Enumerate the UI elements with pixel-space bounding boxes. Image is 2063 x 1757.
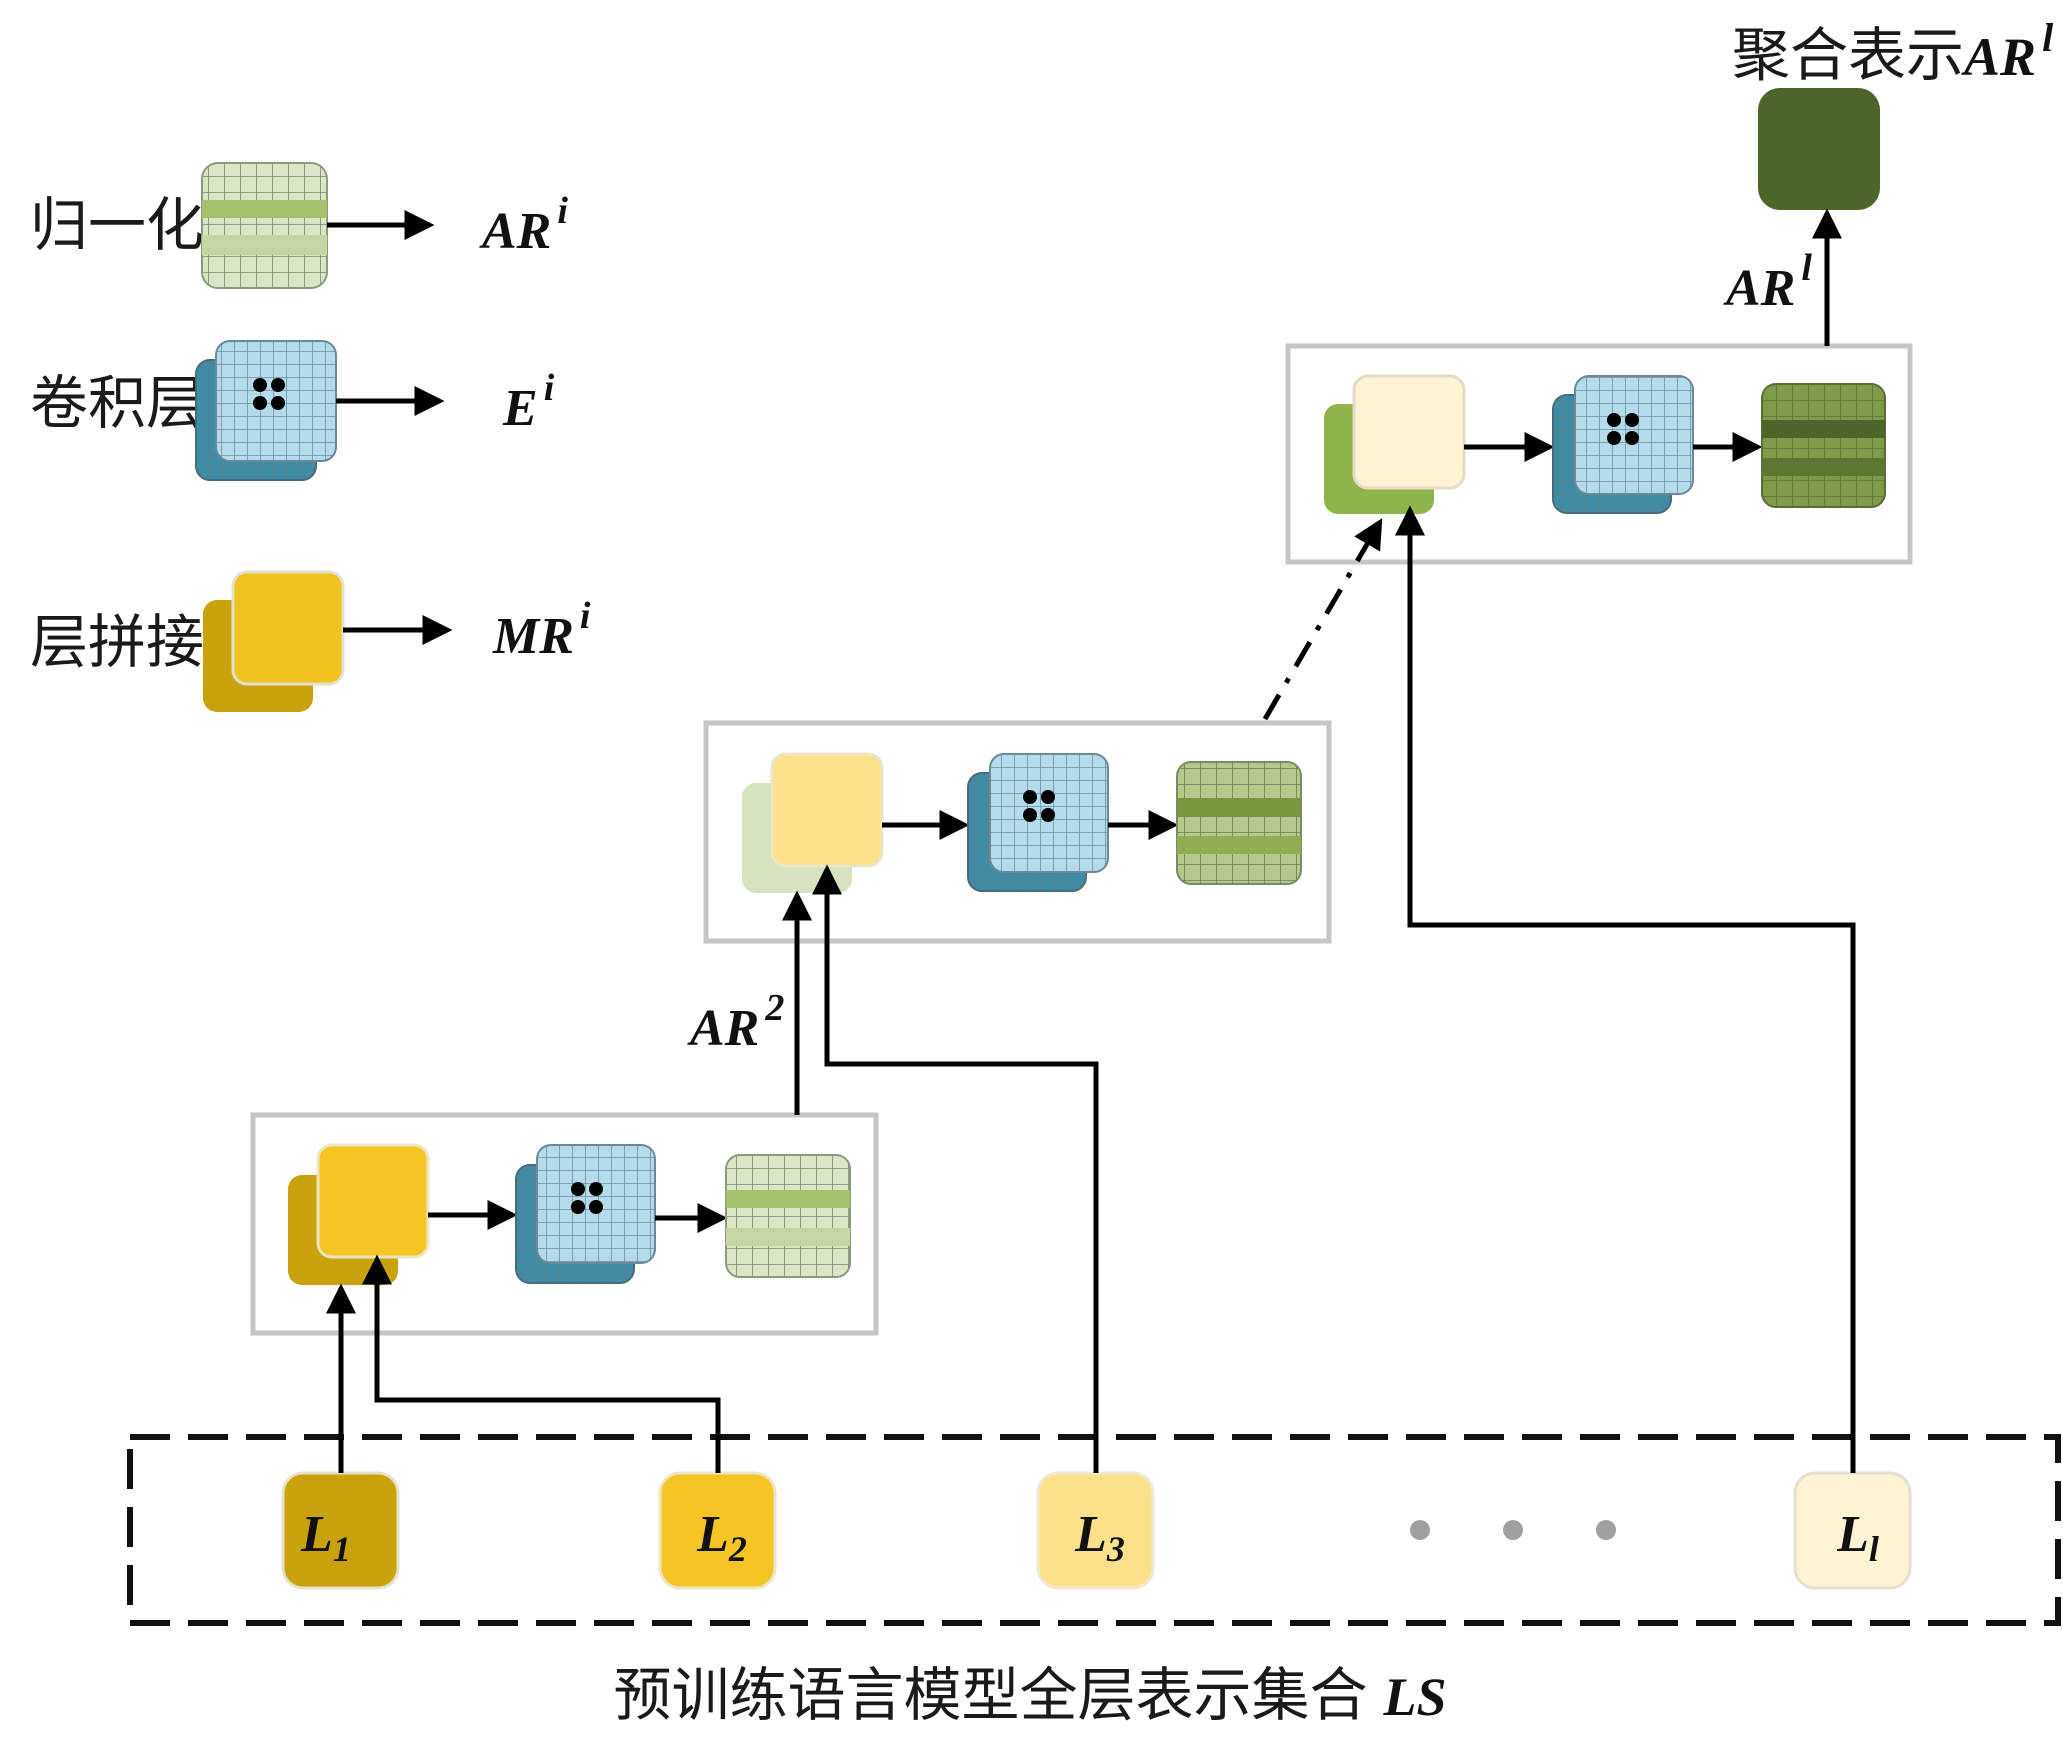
stage-l-conv-icon	[1552, 375, 1694, 514]
layer-concat-icon	[203, 570, 345, 712]
ellipsis-dots	[1410, 1520, 1616, 1540]
normalize-icon	[201, 162, 328, 289]
legend-conv-label: 卷积层	[30, 369, 204, 437]
stage-l-block	[1285, 343, 1913, 565]
edge-l2-to-stage1	[362, 1254, 721, 1473]
output-node	[1758, 88, 1880, 210]
layer-node-3-label: L3	[1074, 1506, 1125, 1569]
stage-2-normalize-icon	[1176, 761, 1302, 885]
edge-ll-to-stage-l	[1395, 505, 1856, 1473]
layer-node-1[interactable]: L1	[281, 1471, 400, 1590]
stage-1-normalize-icon	[725, 1154, 851, 1278]
layer-node-l[interactable]: Ll	[1793, 1471, 1912, 1590]
stage-l-concat-icon	[1324, 374, 1466, 514]
stage-l-normalize-icon	[1761, 383, 1886, 508]
edge-stage2-to-stage-l	[1262, 518, 1383, 721]
stage-1-block	[250, 1112, 879, 1336]
layer-node-1-label: L1	[300, 1506, 351, 1569]
legend-concat-label: 层拼接	[30, 608, 204, 676]
edge-l3-to-stage2	[812, 864, 1099, 1473]
layer-node-2[interactable]: L2	[658, 1471, 777, 1590]
connectors	[326, 208, 1856, 1473]
layer-node-2-label: L2	[696, 1506, 747, 1569]
legend-normalize-label: 归一化	[30, 191, 204, 259]
stage-1-conv-icon	[515, 1144, 656, 1284]
layer-node-3[interactable]: L3	[1036, 1471, 1155, 1590]
layer-node-l-label: Ll	[1836, 1506, 1879, 1569]
conv-layer-icon	[195, 340, 337, 481]
stage-2-conv-icon	[967, 753, 1109, 892]
